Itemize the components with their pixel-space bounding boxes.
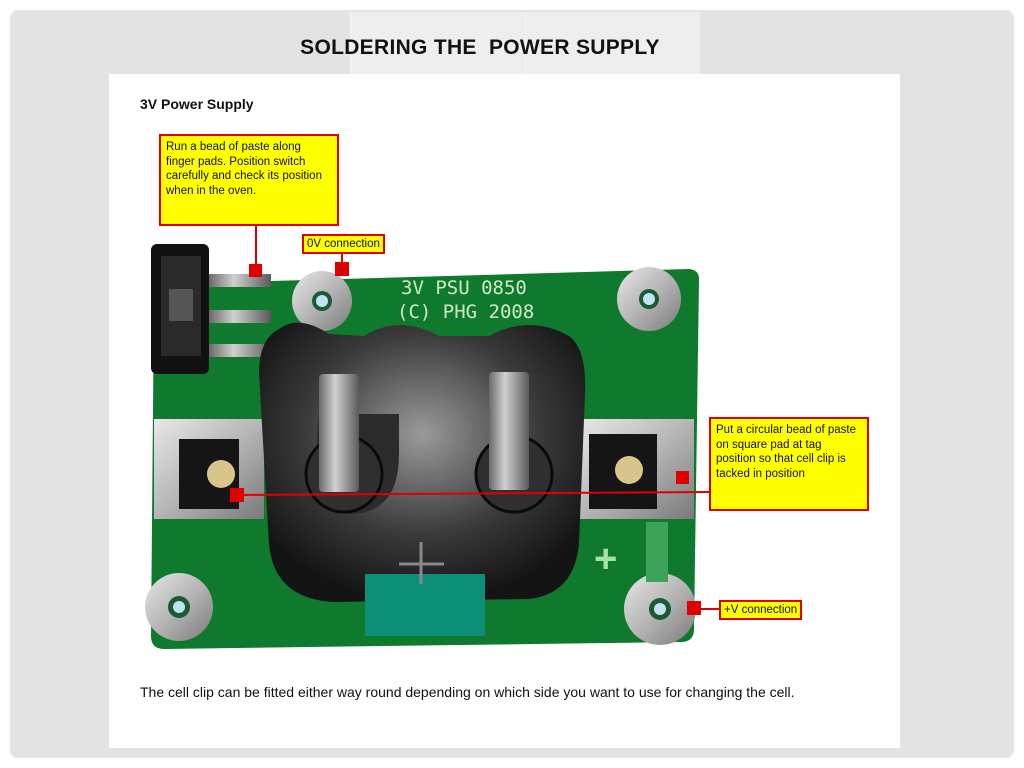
square-pad-left — [154, 419, 264, 519]
document-heading: 3V Power Supply — [140, 96, 254, 112]
pointer-line-square-pad — [236, 491, 710, 496]
mounting-hole-bottom-right — [624, 573, 696, 645]
cell-holder — [259, 322, 586, 636]
pointer-marker-square-pad-right — [676, 471, 689, 484]
pointer-marker-zero-v — [335, 262, 349, 276]
slide-switch — [151, 244, 271, 374]
pointer-marker-plus-v — [687, 601, 701, 615]
pcb-photo: + 3V PSU 0850 (C) PHG 2008 — [145, 224, 719, 649]
decor-stripe — [525, 12, 700, 74]
silkscreen-line-2: (C) PHG 2008 — [397, 301, 534, 323]
callout-zero-v: 0V connection — [302, 234, 385, 254]
plus-silkscreen: + — [594, 537, 617, 581]
slide-title: SOLDERING THE POWER SUPPLY — [300, 36, 660, 59]
callout-square-pad: Put a circular bead of paste on square p… — [709, 417, 869, 511]
mounting-hole-bottom-left — [145, 573, 213, 641]
pointer-marker-finger-pads — [249, 264, 262, 277]
pointer-marker-square-pad-left — [230, 488, 244, 502]
decor-stripe — [350, 12, 525, 74]
document-caption: The cell clip can be fitted either way r… — [140, 684, 795, 700]
square-pad-right — [579, 419, 694, 519]
mounting-hole-top-right — [617, 267, 681, 331]
callout-plus-v: +V connection — [719, 600, 803, 620]
mounting-hole-top-left — [292, 271, 352, 331]
document-image: 3V Power Supply — [109, 74, 900, 748]
silkscreen-line-1: 3V PSU 0850 — [401, 277, 527, 299]
callout-finger-pads: Run a bead of paste along finger pads. P… — [159, 134, 339, 226]
plus-trace — [646, 522, 668, 582]
